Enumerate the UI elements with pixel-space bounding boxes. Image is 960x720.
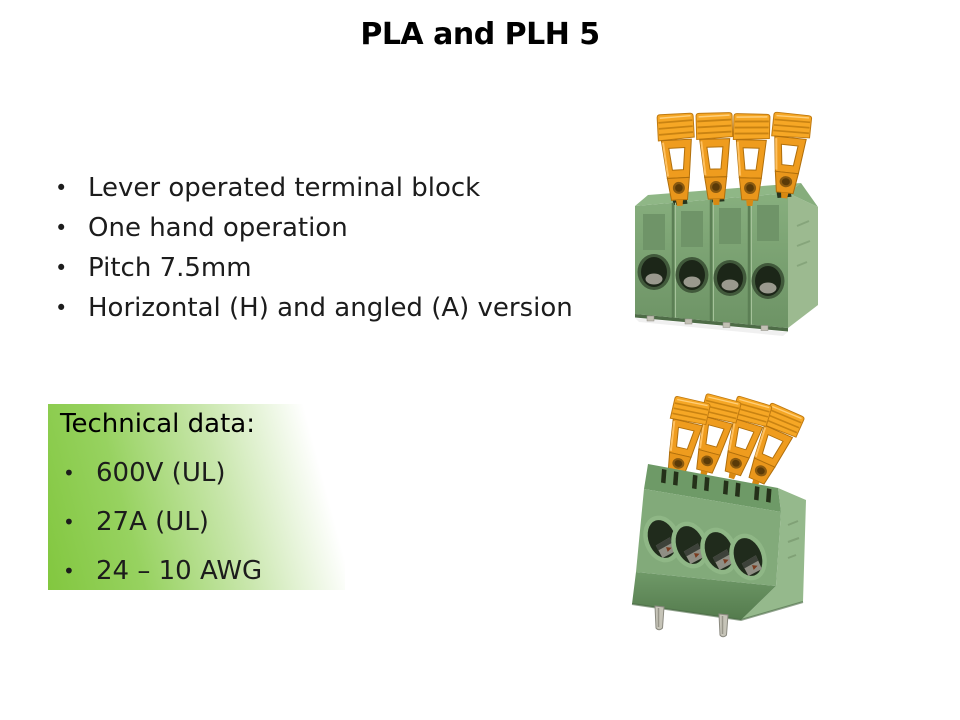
feature-item: • Lever operated terminal block [50, 168, 630, 208]
terminal-block-angled-illustration [631, 392, 806, 638]
block-body [635, 183, 818, 336]
tech-item: • 24 – 10 AWG [60, 555, 345, 587]
feature-item: • Horizontal (H) and angled (A) version [50, 288, 630, 328]
technical-data-list: • 600V (UL) • 27A (UL) • 24 – 10 AWG [60, 457, 345, 587]
bullet-marker: • [55, 216, 68, 240]
page-title: PLA and PLH 5 [360, 17, 600, 52]
bullet-marker: • [55, 256, 68, 280]
bullet-marker: • [63, 461, 75, 485]
feature-list: • Lever operated terminal block • One ha… [50, 168, 630, 328]
bullet-marker: • [55, 176, 68, 200]
terminal-block-horizontal-illustration [635, 110, 818, 336]
bullet-marker: • [63, 510, 75, 534]
bullet-marker: • [63, 559, 75, 583]
wire-holes [637, 254, 785, 299]
feature-text: One hand operation [88, 213, 348, 243]
bullet-marker: • [55, 296, 68, 320]
tech-item: • 27A (UL) [60, 506, 345, 538]
tech-item: • 600V (UL) [60, 457, 345, 489]
feature-item: • One hand operation [50, 208, 630, 248]
tech-text: 600V (UL) [96, 458, 226, 488]
technical-data-box: Technical data: • 600V (UL) • 27A (UL) •… [48, 404, 345, 590]
feature-text: Horizontal (H) and angled (A) version [88, 293, 573, 323]
tech-text: 27A (UL) [96, 507, 209, 537]
solder-pins [654, 605, 729, 638]
product-image-horizontal [615, 98, 865, 338]
technical-data-heading: Technical data: [60, 409, 255, 439]
feature-text: Pitch 7.5mm [88, 253, 252, 283]
tech-text: 24 – 10 AWG [96, 556, 263, 586]
wire-holes [643, 515, 767, 581]
feature-text: Lever operated terminal block [88, 173, 481, 203]
block-body [631, 464, 806, 638]
feature-item: • Pitch 7.5mm [50, 248, 630, 288]
product-image-angled [600, 390, 860, 640]
